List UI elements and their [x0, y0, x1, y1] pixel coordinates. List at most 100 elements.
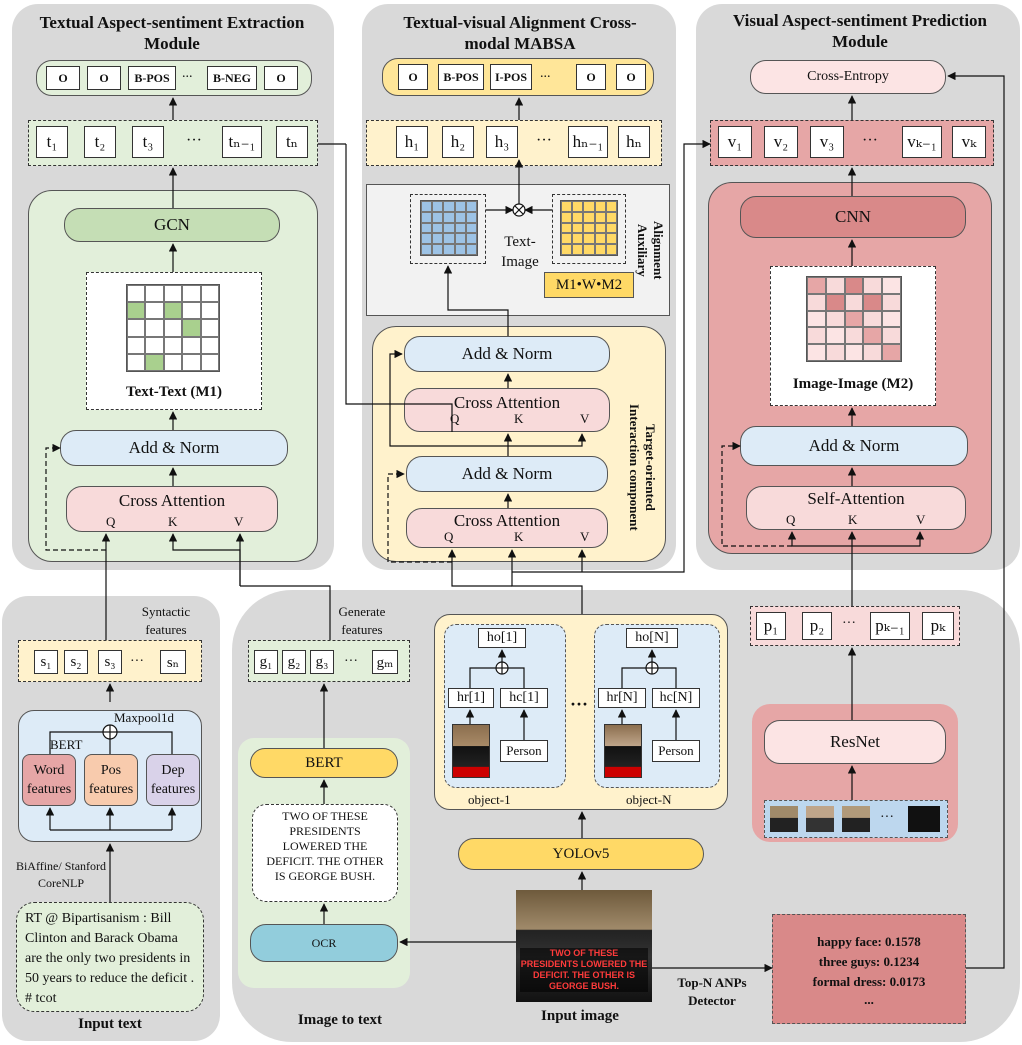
token-s-ellipsis: ···	[130, 654, 144, 669]
hr-n: hr[N]	[598, 688, 646, 708]
anp-results-box	[772, 914, 966, 1024]
object-1-thumbnail	[452, 724, 490, 778]
token-vk-1: vₖ₋₁	[902, 126, 942, 158]
text-text-label: Text-Text (M1)	[126, 384, 222, 400]
align-k-bottom: K	[514, 529, 524, 544]
token-h3: h₃	[486, 126, 518, 158]
anp-thumb-1	[770, 806, 798, 832]
align-label-o-1: O	[398, 64, 428, 90]
bert-syntax-label: BERT	[50, 737, 83, 752]
resnet-block: ResNet	[764, 720, 946, 764]
dep-features-block: Dep features	[146, 754, 200, 806]
token-g3: g₃	[310, 650, 334, 674]
align-label-ellipsis: ...	[540, 66, 551, 81]
text-text-matrix-box	[86, 272, 262, 410]
textual-token-row	[28, 120, 318, 166]
textual-k: K	[168, 514, 178, 529]
m1-w-m2-box: M1•W•M2	[544, 272, 634, 298]
image-image-matrix	[806, 276, 902, 362]
text-image-matrix	[420, 200, 478, 256]
align-label-o-3: O	[616, 64, 646, 90]
align-q-bottom: Q	[444, 529, 454, 544]
anp-result-3: formal dress: 0.0173	[812, 974, 926, 989]
parser-label: BiAffine/ Stanford CoreNLP	[15, 859, 107, 890]
token-p2: p₂	[802, 612, 832, 640]
cross-entropy-block: Cross-Entropy	[750, 60, 946, 94]
visual-v: V	[916, 512, 926, 527]
token-hn: hₙ	[618, 126, 650, 158]
bert-block: BERT	[250, 748, 398, 778]
token-g-ellipsis: ···	[344, 654, 358, 669]
token-t2: t₂	[84, 126, 116, 158]
visual-k: K	[848, 512, 858, 527]
align-cross-attention-bottom: Cross Attention	[406, 508, 608, 548]
input-text-caption: Input text	[78, 1016, 142, 1032]
ocr-text-box: TWO OF THESE PRESIDENTS LOWERED THE DEFI…	[252, 804, 398, 902]
ho-n: ho[N]	[626, 628, 678, 648]
pos-features-block: Pos features	[84, 754, 138, 806]
token-s3: s₃	[98, 650, 122, 674]
token-h-ellipsis: ···	[536, 132, 552, 149]
anp-thumb-ellipsis: ···	[880, 810, 894, 825]
textual-add-norm: Add & Norm	[60, 430, 288, 466]
token-h2: h₂	[442, 126, 474, 158]
hc-1: hc[1]	[500, 688, 548, 708]
token-ellipsis: ···	[186, 132, 202, 149]
generate-features-label: Generate features	[338, 604, 386, 637]
token-s2: s₂	[64, 650, 88, 674]
interaction-component-label: Target-oriented Interaction component	[627, 403, 658, 531]
token-p1: p₁	[756, 612, 786, 640]
input-image-caption: Input image	[541, 1008, 619, 1024]
token-sn: sₙ	[160, 650, 186, 674]
textual-q: Q	[106, 514, 116, 529]
align-add-norm-bottom: Add & Norm	[406, 456, 608, 492]
image-to-text-caption: Image to text	[297, 1012, 383, 1028]
visual-add-norm: Add & Norm	[740, 426, 968, 466]
align-label-o-2: O	[576, 64, 606, 90]
token-tn-1: tₙ₋₁	[222, 126, 262, 158]
align-v-top: V	[580, 411, 590, 426]
input-text-box: RT @ Bipartisanism : Bill Clinton and Ba…	[16, 902, 204, 1012]
person-n: Person	[652, 740, 700, 762]
label-ellipsis: ...	[182, 66, 193, 81]
align-label-i-pos: I-POS	[490, 64, 532, 90]
alignment-auxiliary-label: Alignment Auxiliary	[635, 220, 666, 280]
anp-result-4: ...	[864, 992, 874, 1007]
visual-module-title: Visual Aspect-sentiment Prediction Modul…	[732, 11, 988, 51]
anp-thumb-3	[842, 806, 870, 832]
ocr-block: OCR	[250, 924, 398, 962]
word-features-block: Word features	[22, 754, 76, 806]
token-v2: v₂	[764, 126, 798, 158]
input-image: TWO OF THESE PRESIDENTS LOWERED THE DEFI…	[516, 890, 652, 1002]
aux-matrix	[560, 200, 618, 256]
token-t1: t₁	[36, 126, 68, 158]
token-h1: h₁	[396, 126, 428, 158]
label-b-neg: B-NEG	[207, 66, 257, 90]
align-k-top: K	[514, 411, 524, 426]
alignment-module-title: Textual-visual Alignment Cross-modal MAB…	[403, 13, 637, 53]
token-vk: vₖ	[952, 126, 986, 158]
maxpool-label: Maxpool1d	[114, 710, 174, 725]
token-g2: g₂	[282, 650, 306, 674]
anp-detector-label: Top-N ANPs Detector	[677, 975, 747, 1008]
align-add-norm-top: Add & Norm	[404, 336, 610, 372]
image-image-label: Image-Image (M2)	[792, 376, 914, 392]
yolo-block: YOLOv5	[458, 838, 704, 870]
textual-module-title: Textual Aspect-sentiment Extraction Modu…	[39, 13, 305, 53]
token-v3: v₃	[810, 126, 844, 158]
anp-result-1: happy face: 0.1578	[817, 934, 921, 949]
person-1: Person	[500, 740, 548, 762]
image-caption-text: TWO OF THESE PRESIDENTS LOWERED THE DEFI…	[520, 948, 648, 992]
object-1-label: object-1	[468, 792, 511, 807]
token-g1: g₁	[254, 650, 278, 674]
hr-1: hr[1]	[448, 688, 494, 708]
token-hn-1: hₙ₋₁	[568, 126, 608, 158]
anp-result-2: three guys: 0.1234	[818, 954, 920, 969]
align-q-top: Q	[450, 411, 460, 426]
token-gm: gₘ	[372, 650, 398, 674]
object-n-thumbnail	[604, 724, 642, 778]
anp-thumb-4	[908, 806, 940, 832]
token-tn: tₙ	[276, 126, 308, 158]
label-o-2: O	[87, 66, 121, 90]
objects-ellipsis: ···	[570, 694, 589, 714]
